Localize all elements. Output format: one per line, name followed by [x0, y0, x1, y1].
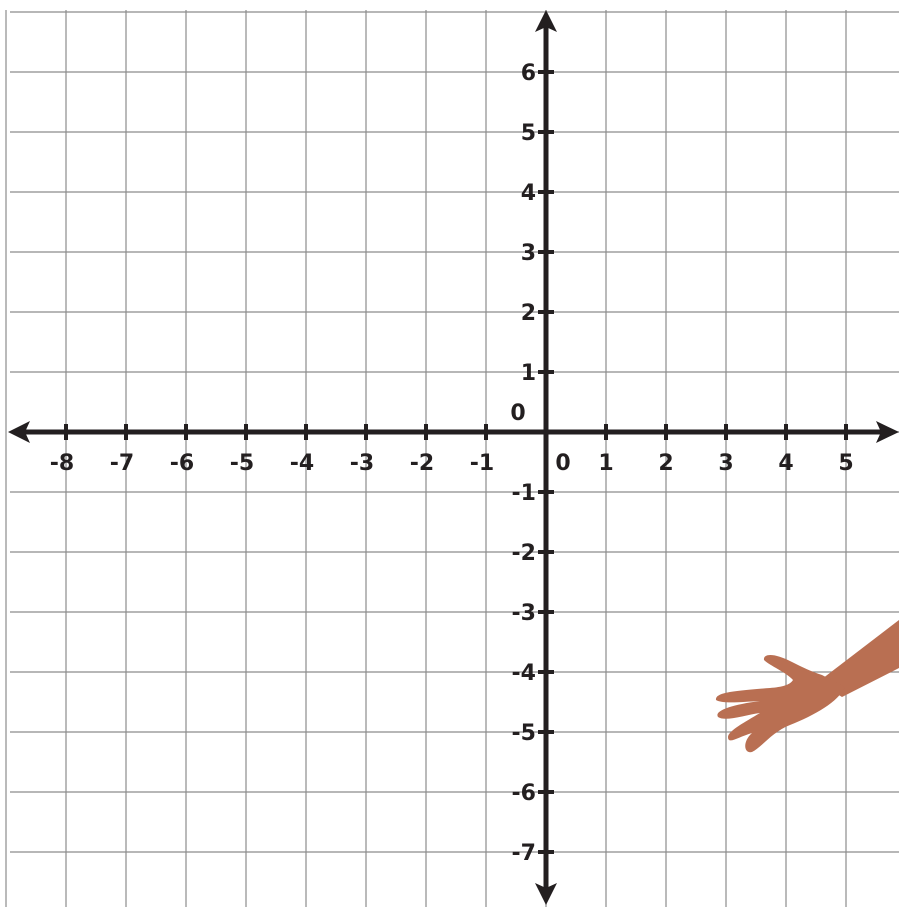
x-axis-tick-label: -6 — [170, 451, 194, 476]
x-axis-tick-labels: -8 -7 -6 -5 -4 -3 -2 -1 1 2 3 4 5 — [50, 451, 854, 476]
x-axis-tick-label: -3 — [350, 451, 374, 476]
x-axis-origin-label: 0 — [555, 451, 570, 476]
x-axis-tick-label: 2 — [658, 451, 673, 476]
x-axis-tick-label: 1 — [598, 451, 613, 476]
pointing-hand-icon — [715, 620, 899, 753]
x-axis-right-arrow — [876, 421, 899, 443]
y-axis-ticks — [538, 70, 554, 854]
x-axis-tick-label: -4 — [290, 451, 314, 476]
y-axis-tick-label: 5 — [521, 121, 536, 146]
y-axis-tick-label: -6 — [512, 781, 536, 806]
axes — [8, 10, 899, 905]
y-axis-top-arrow — [535, 10, 557, 32]
x-axis-tick-label: 4 — [778, 451, 793, 476]
x-axis-ticks — [64, 424, 848, 440]
x-axis-left-arrow — [8, 421, 30, 443]
x-axis-tick-label: -1 — [470, 451, 494, 476]
palm-shape — [715, 654, 845, 753]
y-axis-tick-label: 4 — [521, 181, 536, 206]
y-axis-tick-label: -7 — [512, 841, 536, 866]
x-axis-tick-label: -8 — [50, 451, 74, 476]
x-axis-tick-label: -5 — [230, 451, 254, 476]
x-axis-tick-label: 5 — [838, 451, 853, 476]
y-axis-tick-label: -3 — [512, 601, 536, 626]
y-axis-tick-label: -5 — [512, 721, 536, 746]
arm-shape — [818, 620, 899, 697]
y-axis-bottom-arrow — [535, 883, 557, 905]
x-axis-tick-label: -2 — [410, 451, 434, 476]
y-axis-tick-label: 2 — [521, 301, 536, 326]
y-axis-tick-label: 6 — [521, 61, 536, 86]
y-axis-origin-label: 0 — [510, 401, 525, 426]
y-axis-tick-label: 1 — [521, 361, 536, 386]
x-axis-tick-label: -7 — [110, 451, 134, 476]
y-axis-tick-label: -1 — [512, 481, 536, 506]
y-axis-tick-label: 3 — [521, 241, 536, 266]
y-axis-tick-labels: 6 5 4 3 2 1 -1 -2 -3 -4 -5 -6 -7 — [512, 61, 536, 866]
y-axis-tick-label: -2 — [512, 541, 536, 566]
y-axis-tick-label: -4 — [512, 661, 536, 686]
x-axis-tick-label: 3 — [718, 451, 733, 476]
